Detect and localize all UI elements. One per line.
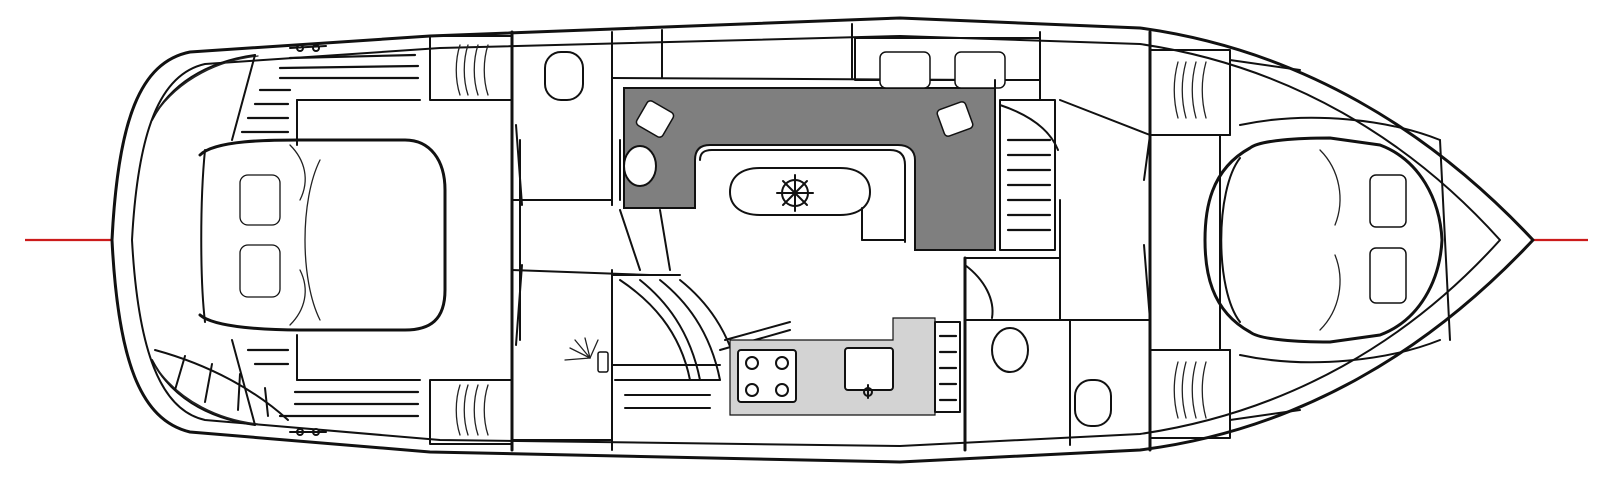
compass-rose-icon — [776, 174, 814, 212]
aft-bed — [198, 138, 447, 332]
aft-bed-curve-bottom — [289, 269, 306, 326]
pillow-icon — [239, 174, 281, 226]
bow-line — [1439, 139, 1451, 341]
aft-bed-curve-top — [289, 144, 306, 201]
saloon-seating — [623, 87, 996, 251]
forward-corridor-curve — [964, 264, 994, 319]
forward-berth-curve-top — [1319, 149, 1341, 226]
forward-stairs — [999, 99, 1059, 251]
hull-inner-line — [131, 35, 1501, 447]
plant-icon — [564, 337, 609, 373]
stern-rail-bottom-arc — [154, 365, 259, 425]
pillow-icon — [1369, 174, 1407, 228]
aft-deck-bottom — [231, 334, 421, 426]
cleat-icon — [289, 44, 327, 52]
aft-deck-top — [231, 53, 421, 146]
bow-line-2 — [1229, 59, 1301, 71]
aft-head — [511, 31, 613, 206]
toilet-icon — [544, 51, 584, 101]
aft-door-bottom — [515, 264, 523, 346]
stern-rail-top-arc — [154, 55, 259, 115]
forward-wardrobe-bottom — [1149, 349, 1231, 439]
pillow-icon — [635, 100, 675, 138]
bow-deck-bottom — [1239, 339, 1441, 364]
pillow-icon — [1369, 247, 1407, 304]
saloon-table — [729, 167, 906, 241]
forward-wardrobe-top — [1149, 49, 1231, 136]
pillow-icon — [879, 51, 931, 89]
saloon-seating-inner — [699, 149, 906, 243]
sink-icon — [623, 145, 657, 187]
forward-berth-curve-bottom — [1319, 254, 1341, 331]
pillow-icon — [239, 244, 281, 298]
pillow-icon — [936, 101, 974, 137]
sink-icon — [991, 327, 1029, 373]
pillow-icon — [954, 51, 1006, 89]
forward-corridor-line-4 — [1059, 99, 1151, 136]
bow-deck-top — [1239, 116, 1441, 141]
hull-outline — [110, 16, 1535, 464]
forward-berth-inner — [1220, 157, 1241, 323]
forward-head — [964, 319, 1112, 446]
forward-berth — [1203, 136, 1444, 344]
cleat-icon — [289, 428, 327, 436]
aft-stairs — [154, 349, 289, 421]
sink-icon — [844, 347, 894, 399]
cooktop-icon — [737, 349, 797, 403]
aft-wardrobe-bottom — [429, 379, 513, 445]
toilet-icon — [1074, 379, 1112, 427]
saloon-hatch — [854, 37, 1041, 81]
aft-bed-headboard — [200, 149, 206, 323]
bow-line-3 — [1229, 409, 1301, 421]
companion-stairs — [611, 209, 741, 381]
aft-bed-curve-mid — [304, 159, 321, 321]
galley-shelf — [934, 321, 961, 413]
aft-door-top — [515, 124, 523, 206]
